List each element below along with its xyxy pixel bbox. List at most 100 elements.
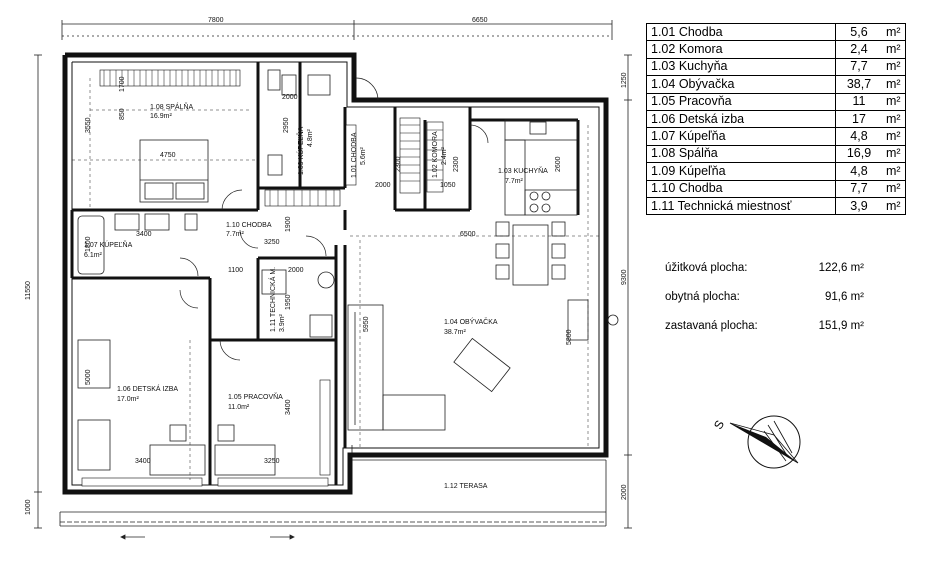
dim-1950: 1950 bbox=[285, 294, 292, 310]
summary-label: obytná plocha: bbox=[665, 291, 740, 303]
dim-left-total: 11550 bbox=[25, 281, 32, 300]
room-name: 1.03 Kuchyňa bbox=[646, 57, 836, 77]
furniture bbox=[77, 69, 619, 476]
summary-value: 122,6 m² bbox=[818, 262, 864, 274]
room-area: 4,8 bbox=[835, 127, 882, 146]
dim-5950: 5950 bbox=[363, 316, 370, 332]
summary-row: zastavaná plocha: 151,9 m² bbox=[665, 320, 875, 349]
dimension-lines bbox=[34, 20, 632, 529]
room-unit: m² bbox=[882, 75, 906, 94]
dim-3400a: 3400 bbox=[136, 231, 152, 238]
label-room-109-area: 4.8m² bbox=[307, 128, 314, 147]
desk-kids bbox=[77, 339, 111, 389]
bathtub bbox=[77, 215, 105, 275]
sofa bbox=[347, 304, 384, 431]
summary-value: 151,9 m² bbox=[818, 320, 864, 332]
room-name: 1.08 Spálňa bbox=[646, 144, 836, 164]
room-area: 2,4 bbox=[835, 40, 882, 59]
label-room-111-area: 3.9m² bbox=[279, 313, 286, 332]
dim-top-right: 6650 bbox=[472, 17, 488, 24]
room-area: 5,6 bbox=[835, 22, 882, 42]
label-room-107: 1.07 KÚPEĽŇA bbox=[84, 240, 133, 249]
label-room-109: 1.09 KÚPEĽŇA bbox=[296, 126, 305, 175]
room-code: 1.01 bbox=[651, 24, 676, 39]
label-room-105: 1.05 PRACOVŇA bbox=[228, 392, 283, 401]
dim-1900: 1900 bbox=[285, 216, 292, 232]
room-code: 1.10 bbox=[651, 181, 676, 196]
dim-3550: 3550 bbox=[85, 117, 92, 133]
dim-5800: 5800 bbox=[566, 329, 573, 345]
bed bbox=[139, 139, 209, 203]
room-name: 1.10 Chodba bbox=[646, 179, 836, 198]
room-code: 1.02 bbox=[651, 42, 676, 57]
label-room-102-area: 2.4m² bbox=[441, 146, 448, 165]
summary-row: úžitková plocha:122,6 m² bbox=[665, 262, 875, 291]
north-arrow-icon: S bbox=[711, 415, 801, 469]
room-area: 3,9 bbox=[835, 196, 882, 216]
room-code: 1.07 bbox=[651, 129, 676, 144]
room-label: Detská izba bbox=[678, 111, 745, 126]
room-code: 1.11 bbox=[651, 198, 675, 213]
room-unit: m² bbox=[882, 40, 906, 59]
room-area: 11 bbox=[835, 92, 882, 111]
room-unit: m² bbox=[882, 109, 906, 129]
label-room-103: 1.03 KUCHYŇA bbox=[498, 166, 548, 175]
dim-left-terrace: 1000 bbox=[25, 499, 32, 515]
dim-2000c: 2000 bbox=[288, 267, 304, 274]
label-room-104-area: 38.7m² bbox=[444, 329, 466, 336]
dim-2000b: 2000 bbox=[375, 182, 391, 189]
doors bbox=[179, 77, 489, 361]
dim-850: 850 bbox=[119, 108, 126, 120]
room-name: 1.06 Detská izba bbox=[646, 109, 836, 129]
exterior-walls bbox=[62, 52, 609, 495]
room-code: 1.09 bbox=[651, 163, 676, 178]
room-unit: m² bbox=[882, 22, 906, 42]
room-unit: m² bbox=[882, 127, 906, 146]
room-label: Komora bbox=[678, 42, 723, 57]
room-area: 7,7 bbox=[835, 179, 882, 198]
room-area: 4,8 bbox=[835, 162, 882, 181]
room-name: 1.11 Technická miestnosť bbox=[646, 196, 836, 216]
room-code: 1.04 bbox=[651, 76, 676, 91]
room-area: 38,7 bbox=[835, 75, 882, 94]
dim-6500: 6500 bbox=[460, 231, 476, 238]
summary-label: zastavaná plocha: bbox=[665, 320, 758, 332]
dim-4750: 4750 bbox=[160, 152, 176, 159]
room-area: 7,7 bbox=[835, 57, 882, 77]
dim-3400b: 3400 bbox=[285, 399, 292, 415]
label-room-112: 1.12 TERASA bbox=[444, 483, 488, 490]
room-code: 1.05 bbox=[651, 94, 676, 109]
dim-2950: 2950 bbox=[283, 117, 290, 133]
room-label: Pracovňa bbox=[678, 94, 732, 109]
dim-1050: 1050 bbox=[440, 182, 456, 189]
room-area: 17 bbox=[835, 109, 882, 129]
label-room-101-area: 5.6m² bbox=[360, 146, 367, 165]
dim-1800: 1800 bbox=[85, 236, 92, 252]
room-name: 1.01 Chodba bbox=[646, 22, 836, 42]
room-unit: m² bbox=[882, 57, 906, 77]
room-name: 1.09 Kúpeľňa bbox=[646, 162, 836, 181]
label-room-103-area: 7.7m² bbox=[505, 178, 524, 185]
interior-walls bbox=[70, 62, 580, 485]
label-room-108-area: 16.9m² bbox=[150, 113, 172, 120]
room-name: 1.05 Pracovňa bbox=[646, 92, 836, 111]
label-room-102: 1.02 KOMORA bbox=[432, 131, 439, 178]
dim-2300a: 2300 bbox=[395, 156, 402, 172]
label-room-110-area: 7.7m² bbox=[226, 231, 245, 238]
label-room-104: 1.04 OBÝVAČKA bbox=[444, 317, 498, 326]
dim-1100: 1100 bbox=[228, 267, 243, 274]
room-label: Chodba bbox=[678, 24, 723, 39]
room-label: Technická miestnosť bbox=[677, 198, 792, 213]
dim-right-terrace: 2000 bbox=[621, 484, 628, 500]
room-label: Kuchyňa bbox=[678, 59, 728, 74]
